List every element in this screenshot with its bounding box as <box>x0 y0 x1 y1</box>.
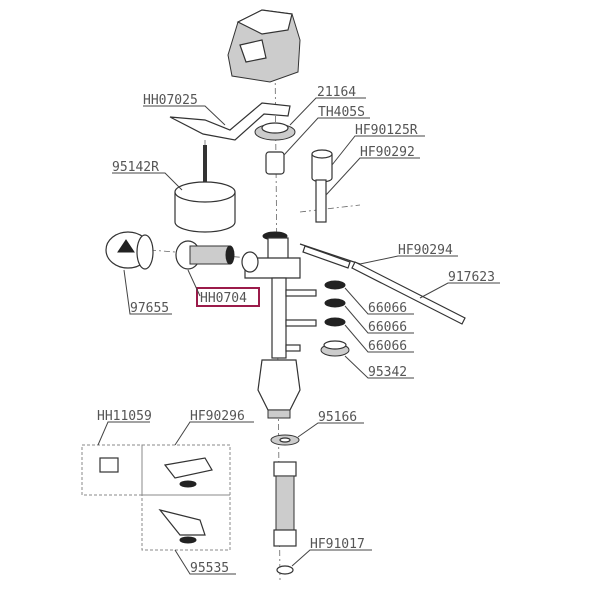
label-hf90292: HF90292 <box>360 145 415 160</box>
label-97655: 97655 <box>130 301 169 316</box>
label-hf90296: HF90296 <box>190 409 245 424</box>
washer <box>324 298 346 308</box>
arm <box>302 245 351 269</box>
valve-top <box>265 151 285 175</box>
inlet-valve <box>175 240 259 273</box>
center-axis <box>274 59 281 581</box>
label-hf90125r: HF90125R <box>355 123 418 138</box>
valve-body <box>244 231 361 419</box>
label-21164: 21164 <box>317 85 356 100</box>
label-th405s: TH405S <box>318 105 365 120</box>
label-95342: 95342 <box>368 365 407 380</box>
kit-box-95535 <box>141 494 231 551</box>
hose <box>273 461 297 547</box>
rod <box>351 261 466 325</box>
cup <box>311 149 333 223</box>
callouts: HH07025 21164 TH405S HF90125R HF90292 95… <box>97 85 500 576</box>
washer-hf91017 <box>276 565 294 575</box>
label-95535: 95535 <box>190 561 229 576</box>
label-917623: 917623 <box>448 270 495 285</box>
washer <box>324 317 346 327</box>
float <box>174 145 236 233</box>
arm-axis <box>299 204 361 213</box>
label-95166: 95166 <box>318 410 357 425</box>
label-hh07025: HH07025 <box>143 93 198 108</box>
label-95142r: 95142R <box>112 160 159 175</box>
label-66066: 66066 <box>368 301 407 316</box>
kit-box-hf90296 <box>141 444 231 496</box>
top-cover <box>227 9 301 83</box>
label-66066: 66066 <box>368 339 407 354</box>
label-hf90294: HF90294 <box>398 243 453 258</box>
label-hf91017: HF91017 <box>310 537 365 552</box>
cap <box>105 231 154 270</box>
label-hh0704[interactable]: HH0704 <box>200 291 247 306</box>
hf90296-part <box>163 457 213 479</box>
label-hh11059: HH11059 <box>97 409 152 424</box>
95535-part <box>158 508 206 536</box>
nut-95342 <box>320 340 350 357</box>
lever-arm <box>169 102 291 141</box>
label-66066: 66066 <box>368 320 407 335</box>
95535-seal <box>179 536 197 544</box>
hf90296-seal <box>179 480 197 488</box>
lock-nut <box>254 122 296 141</box>
highlight-box <box>196 287 260 307</box>
hh11059-part <box>99 457 119 473</box>
washer-95166-hole <box>279 437 291 443</box>
washer <box>324 280 346 290</box>
